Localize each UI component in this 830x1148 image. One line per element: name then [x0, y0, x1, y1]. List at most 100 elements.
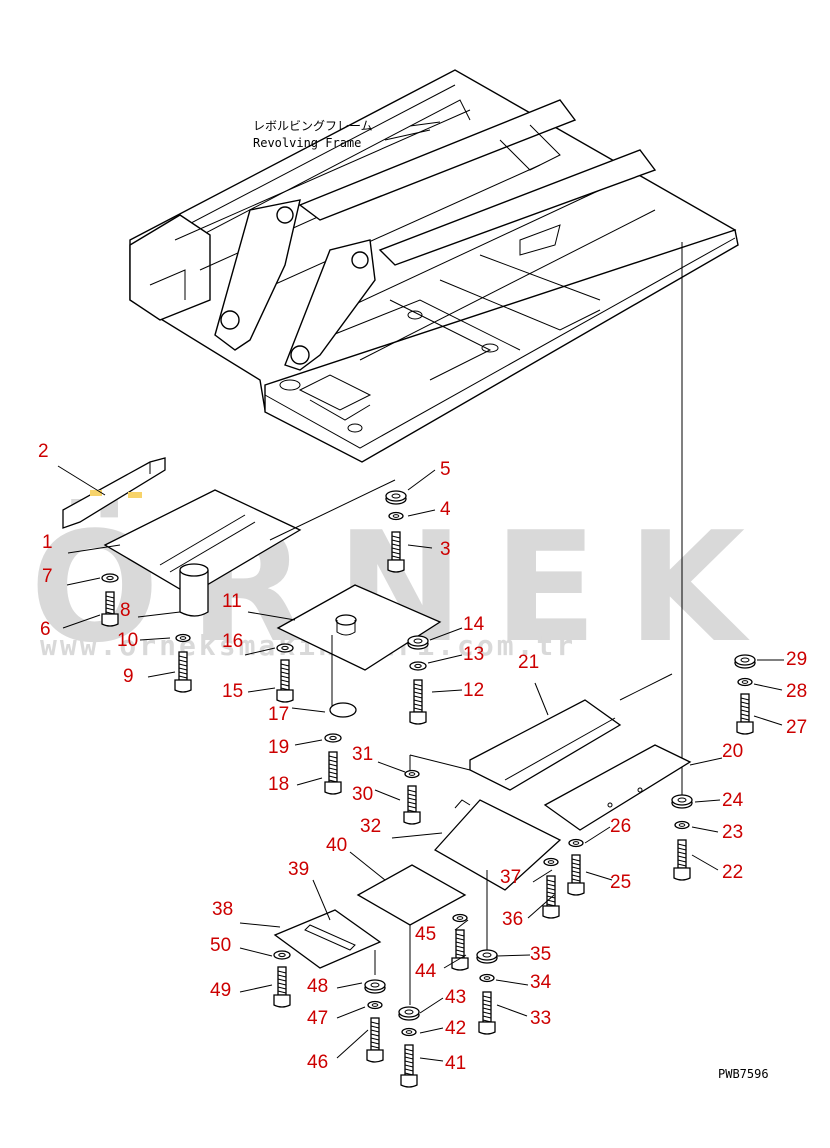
mount-rubber	[476, 949, 498, 964]
leader-lines	[57, 465, 784, 1062]
part-32-plate	[433, 799, 562, 950]
part-40-plate	[356, 864, 467, 1005]
callout-39: 39	[288, 859, 309, 880]
drawing-code: PWB7596	[718, 1067, 769, 1081]
callout-16: 16	[222, 631, 243, 652]
mount-rubber	[734, 654, 756, 669]
callout-43: 43	[445, 987, 466, 1008]
callout-40: 40	[326, 835, 347, 856]
callout-45: 45	[415, 924, 436, 945]
callout-48: 48	[307, 976, 328, 997]
bolt	[324, 751, 342, 795]
callout-18: 18	[268, 774, 289, 795]
callout-3: 3	[440, 539, 451, 560]
callout-49: 49	[210, 980, 231, 1001]
washer	[388, 511, 404, 521]
part-2-bar	[62, 457, 166, 529]
mount-rubber	[364, 979, 386, 994]
part-11-plate	[276, 584, 442, 718]
mount-rubber	[385, 490, 407, 505]
callout-9: 9	[123, 666, 134, 687]
callout-8: 8	[120, 600, 131, 621]
washer	[452, 913, 468, 923]
bolt	[403, 785, 421, 825]
bolt	[736, 693, 754, 735]
callout-37: 37	[500, 867, 521, 888]
callout-24: 24	[722, 790, 744, 811]
washer	[737, 677, 753, 687]
callout-20: 20	[722, 741, 743, 762]
washer	[479, 973, 495, 983]
callout-26: 26	[610, 816, 631, 837]
callout-41: 41	[445, 1053, 466, 1074]
callout-5: 5	[440, 459, 451, 480]
bolt	[542, 875, 560, 919]
washer	[674, 820, 690, 830]
callout-6: 6	[40, 619, 51, 640]
callout-35: 35	[530, 944, 551, 965]
callout-2: 2	[38, 441, 49, 462]
mount-rubber	[671, 794, 693, 809]
washer	[568, 838, 584, 848]
callout-29: 29	[786, 649, 807, 670]
part-1-plate	[103, 479, 396, 617]
callout-15: 15	[222, 681, 243, 702]
callout-38: 38	[212, 899, 233, 920]
bolt	[478, 991, 496, 1035]
callout-22: 22	[722, 862, 743, 883]
bolt	[673, 839, 691, 881]
bolt	[273, 966, 291, 1008]
washer	[276, 643, 294, 653]
callout-10: 10	[117, 630, 138, 651]
callout-21: 21	[518, 652, 539, 673]
callout-1: 1	[42, 532, 53, 553]
callout-47: 47	[307, 1008, 328, 1029]
washer	[367, 1000, 383, 1010]
callout-44: 44	[415, 961, 437, 982]
washer	[409, 661, 427, 671]
callout-32: 32	[360, 816, 381, 837]
washer	[273, 950, 291, 960]
callout-27: 27	[786, 717, 807, 738]
bolt	[567, 854, 585, 896]
callout-14: 14	[463, 614, 485, 635]
washer	[401, 1027, 417, 1037]
bolt	[366, 1017, 384, 1063]
mount-rubber	[398, 1006, 420, 1021]
callout-28: 28	[786, 681, 807, 702]
callout-23: 23	[722, 822, 743, 843]
bolt	[400, 1044, 418, 1088]
washer	[404, 769, 420, 779]
washer	[543, 857, 559, 867]
bolt	[174, 651, 192, 693]
washer	[101, 573, 119, 583]
highlight-mark	[128, 492, 142, 498]
bolt	[101, 591, 119, 627]
callout-34: 34	[530, 972, 552, 993]
bolt	[409, 679, 427, 725]
revolving-frame-drawing	[129, 69, 739, 463]
washer	[175, 633, 191, 643]
bolt	[451, 929, 469, 971]
callout-30: 30	[352, 784, 373, 805]
callout-25: 25	[610, 872, 631, 893]
watermark: ÖRNEK www.orneksmakinalari.com.tr	[30, 499, 745, 676]
callout-36: 36	[502, 909, 523, 930]
hardware-set	[101, 490, 756, 1088]
callout-31: 31	[352, 744, 373, 765]
frame-label-jp: レボルビングフレーム	[253, 119, 373, 133]
callout-42: 42	[445, 1018, 466, 1039]
callout-4: 4	[440, 499, 451, 520]
mount-rubber	[407, 635, 429, 650]
callout-46: 46	[307, 1052, 328, 1073]
bolt	[276, 659, 294, 703]
callout-7: 7	[42, 566, 53, 587]
part-21-plate	[409, 673, 673, 791]
callout-33: 33	[530, 1008, 551, 1029]
highlight-mark	[90, 490, 102, 496]
callout-50: 50	[210, 935, 231, 956]
callout-19: 19	[268, 737, 289, 758]
